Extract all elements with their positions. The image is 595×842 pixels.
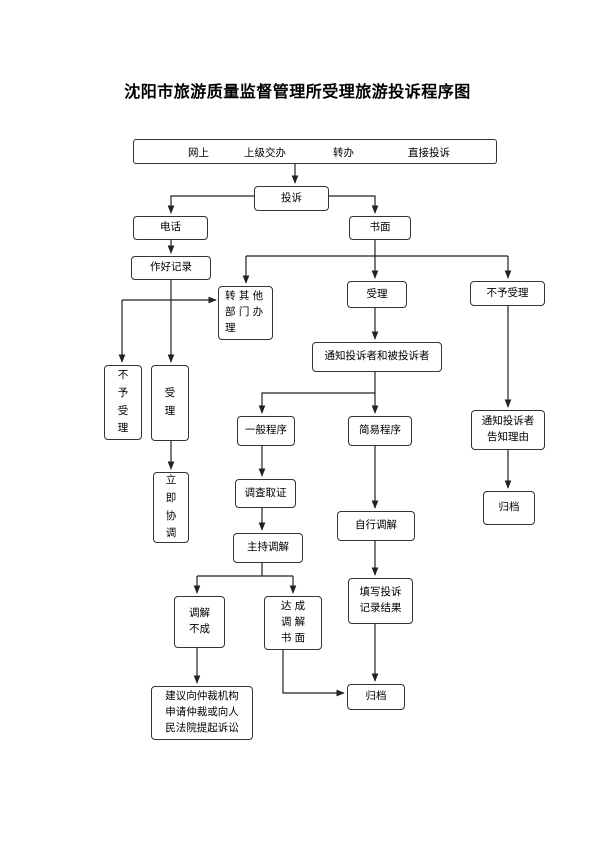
node-reject-left: 不 予 受 理 [104, 365, 142, 440]
node-reject-right: 不予受理 [470, 281, 545, 306]
source-direct: 直接投诉 [408, 147, 450, 159]
node-notify-both-parties: 通知投诉者和被投诉者 [312, 342, 442, 372]
node-general-procedure: 一般程序 [237, 416, 295, 446]
source-transferred: 转办 [333, 147, 354, 159]
node-investigate: 调查取证 [235, 479, 296, 508]
node-complaint: 投诉 [254, 186, 329, 211]
node-record: 作好记录 [131, 256, 211, 280]
node-simple-procedure: 简易程序 [348, 416, 412, 446]
node-mediation-agreement: 达 成 调 解 书 面 [264, 596, 322, 650]
node-accept-right: 受理 [347, 281, 407, 308]
node-host-mediation: 主持调解 [233, 533, 303, 563]
node-notify-reason: 通知投诉者 告知理由 [471, 410, 545, 450]
node-immediate-coordination: 立 即 协 调 [153, 472, 189, 543]
source-online: 网上 [188, 147, 209, 159]
node-mediation-failed: 调解 不成 [174, 596, 225, 648]
node-phone: 电话 [133, 216, 208, 240]
complaint-source-bar [133, 139, 497, 164]
node-archive-right: 归档 [483, 491, 535, 525]
page-title: 沈阳市旅游质量监督管理所受理旅游投诉程序图 [124, 82, 471, 101]
node-arbitration-advice: 建议向仲裁机构 申请仲裁或向人 民法院提起诉讼 [151, 686, 253, 740]
node-self-mediate: 自行调解 [337, 511, 415, 541]
node-archive-mid: 归档 [347, 684, 405, 710]
node-accept-left: 受 理 [151, 365, 189, 441]
node-transfer-other-dept: 转 其 他 部 门 办 理 [218, 286, 273, 340]
node-written: 书面 [349, 216, 411, 240]
node-fill-record: 填写投诉 记录结果 [348, 578, 413, 624]
source-superior-assigned: 上级交办 [244, 147, 286, 159]
